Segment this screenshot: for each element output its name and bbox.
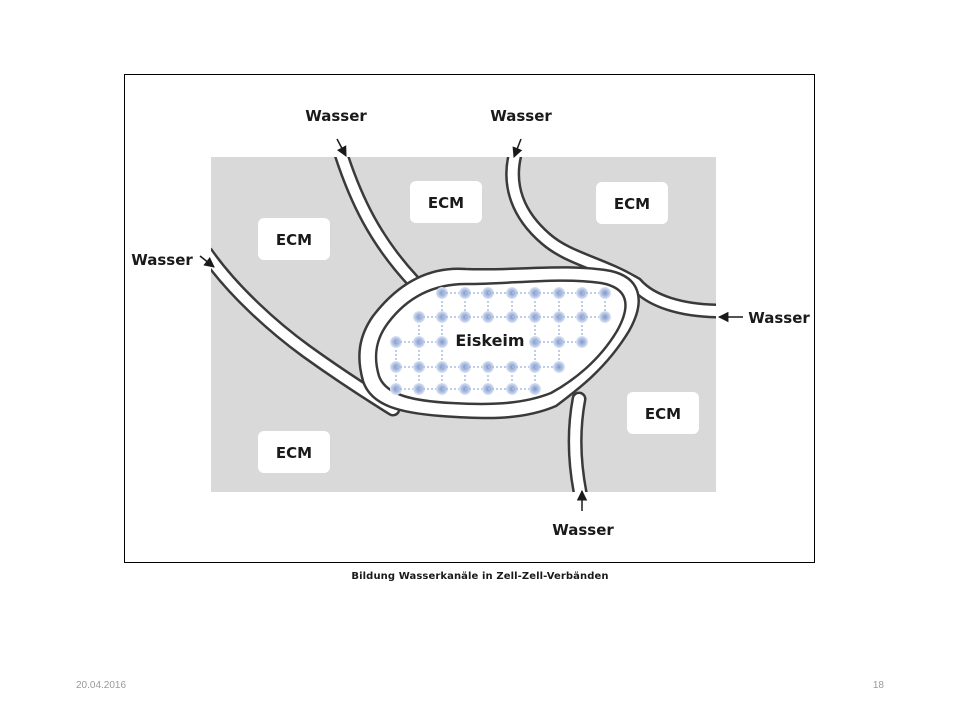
ecm-label-5: ECM	[276, 444, 312, 462]
figure-caption: Bildung Wasserkanäle in Zell-Zell-Verbän…	[351, 571, 609, 582]
ecm-box-2: ECM	[410, 181, 482, 223]
water-inflow-top-right: Wasser	[490, 107, 552, 158]
ecm-box-3: ECM	[596, 182, 668, 224]
ecm-label-3: ECM	[614, 195, 650, 213]
nucleus-label: Eiskeim	[455, 331, 524, 350]
ecm-label-2: ECM	[428, 194, 464, 212]
water-inflow-top-left: Wasser	[305, 107, 367, 157]
ice-molecule	[529, 383, 541, 395]
footer-date: 20.04.2016	[76, 680, 127, 691]
water-inflow-left: Wasser	[131, 251, 215, 269]
ecm-label-1: ECM	[276, 231, 312, 249]
page-number: 18	[872, 680, 884, 691]
ice-lattice	[390, 287, 611, 395]
water-label-left: Wasser	[131, 251, 193, 269]
ecm-box-1: ECM	[258, 218, 330, 260]
arrow-icon	[336, 138, 347, 157]
ice-molecule	[436, 336, 448, 348]
ecm-box-4: ECM	[627, 392, 699, 434]
water-channels	[211, 157, 716, 492]
water-inflow-right: Wasser	[717, 309, 810, 327]
water-label-top-left: Wasser	[305, 107, 367, 125]
figure-frame: ECM ECM ECM ECM ECM Eiskeim Wass	[124, 74, 815, 563]
arrow-icon	[199, 255, 215, 268]
arrow-icon	[512, 138, 523, 158]
water-label-bottom: Wasser	[552, 521, 614, 539]
ice-molecule	[576, 336, 588, 348]
water-inflow-bottom: Wasser	[552, 489, 614, 539]
ecm-label-4: ECM	[645, 405, 681, 423]
ecm-box-5: ECM	[258, 431, 330, 473]
ice-molecule	[553, 361, 565, 373]
ice-molecule	[599, 311, 611, 323]
water-label-top-right: Wasser	[490, 107, 552, 125]
water-label-right: Wasser	[748, 309, 810, 327]
ice-molecule	[599, 287, 611, 299]
water-channel-diagram: ECM ECM ECM ECM ECM Eiskeim Wass	[131, 107, 810, 539]
